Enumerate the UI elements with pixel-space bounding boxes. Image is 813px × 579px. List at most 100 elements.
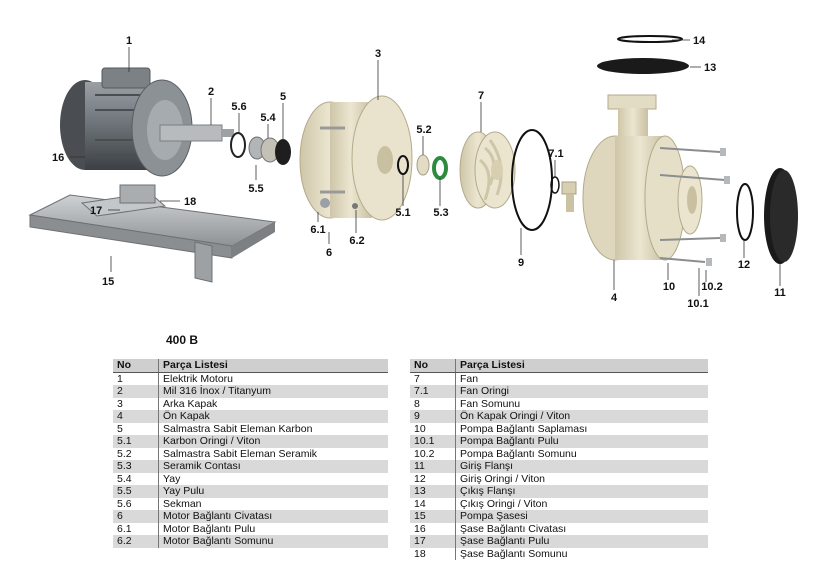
part-name: Fan Oringi <box>455 385 708 398</box>
part-name: Şase Bağlantı Civatası <box>455 522 708 535</box>
electric-motor <box>60 67 193 177</box>
part-number: 5.2 <box>113 447 159 460</box>
part-number: 3 <box>113 397 159 410</box>
callout-10-2: 10.2 <box>701 281 722 293</box>
part-number: 9 <box>410 410 456 423</box>
part-name: Seramik Contası <box>158 460 388 473</box>
col-no: No <box>410 359 456 373</box>
col-part-name: Parça Listesi <box>158 359 388 373</box>
part-number: 13 <box>410 485 456 498</box>
inlet-oring <box>736 183 754 241</box>
part-name: Sekman <box>158 497 388 510</box>
callout-6-2: 6.2 <box>349 235 364 247</box>
fan-nut <box>561 181 577 212</box>
callout-9: 9 <box>518 257 524 269</box>
callout-17: 17 <box>90 205 102 217</box>
part-number: 16 <box>410 522 456 535</box>
part-name: Giriş Flanşı <box>455 460 708 473</box>
part-name: Yay <box>158 472 388 485</box>
part-number: 7.1 <box>410 385 456 398</box>
exploded-pump-diagram: 1 2 5.6 5.4 5 5.5 3 5.1 5.2 5.3 7 7.1 9 … <box>28 35 798 310</box>
callout-13: 13 <box>704 62 716 74</box>
part-name: Pompa Bağlantı Somunu <box>455 447 708 460</box>
leader-lines <box>70 39 781 296</box>
col-no: No <box>113 359 159 373</box>
part-name: Ön Kapak <box>158 410 388 423</box>
callout-1: 1 <box>126 35 132 47</box>
callout-10-1: 10.1 <box>687 298 708 310</box>
seal-group <box>230 132 291 165</box>
part-name: Pompa Şasesi <box>455 510 708 523</box>
inlet-flange <box>764 168 798 264</box>
callout-7: 7 <box>478 90 484 102</box>
part-name: Şase Bağlantı Somunu <box>455 547 708 560</box>
ceramic-seal-group <box>416 154 448 180</box>
pump-nuts <box>706 148 730 266</box>
part-number: 4 <box>113 410 159 423</box>
part-number: 14 <box>410 497 456 510</box>
part-number: 6.2 <box>113 535 159 548</box>
part-number: 5.5 <box>113 485 159 498</box>
motor-shaft <box>159 124 234 142</box>
callout-18: 18 <box>184 196 196 208</box>
impeller <box>459 131 516 209</box>
callout-12: 12 <box>738 259 750 271</box>
part-number: 12 <box>410 472 456 485</box>
part-number: 5.3 <box>113 460 159 473</box>
col-part-name: Parça Listesi <box>455 359 708 373</box>
model-label: 400 B <box>166 333 199 347</box>
callout-16: 16 <box>52 152 64 164</box>
part-name: Çıkış Flanşı <box>455 485 708 498</box>
callout-5-5: 5.5 <box>248 183 263 195</box>
part-number: 18 <box>410 547 456 560</box>
table-header: No Parça Listesi <box>113 359 388 373</box>
callout-5-2: 5.2 <box>416 124 431 136</box>
part-number: 10.2 <box>410 447 456 460</box>
callout-11: 11 <box>774 287 786 299</box>
part-number: 8 <box>410 397 456 410</box>
callout-5-1: 5.1 <box>395 207 410 219</box>
part-number: 5.1 <box>113 435 159 448</box>
part-number: 1 <box>113 372 159 385</box>
part-name: Şase Bağlantı Pulu <box>455 535 708 548</box>
outlet-oring <box>617 35 683 43</box>
part-number: 15 <box>410 510 456 523</box>
front-cover-oring <box>511 129 553 231</box>
part-name: Mil 316 İnox / Titanyum <box>158 385 388 398</box>
back-cover <box>299 95 413 221</box>
part-number: 6.1 <box>113 522 159 535</box>
part-name: Motor Bağlantı Civatası <box>158 510 388 523</box>
part-name: Pompa Bağlantı Saplaması <box>455 422 708 435</box>
part-name: Pompa Bağlantı Pulu <box>455 435 708 448</box>
part-name: Yay Pulu <box>158 485 388 498</box>
part-number: 10.1 <box>410 435 456 448</box>
part-name: Ön Kapak Oringi / Viton <box>455 410 708 423</box>
part-number: 5 <box>113 422 159 435</box>
part-name: Salmastra Sabit Eleman Seramik <box>158 447 388 460</box>
pump-studs <box>659 147 726 263</box>
part-number: 7 <box>410 372 456 385</box>
callout-5-4: 5.4 <box>260 112 276 124</box>
callout-4: 4 <box>611 292 618 304</box>
outlet-flange <box>597 58 689 74</box>
callout-5: 5 <box>280 91 286 103</box>
